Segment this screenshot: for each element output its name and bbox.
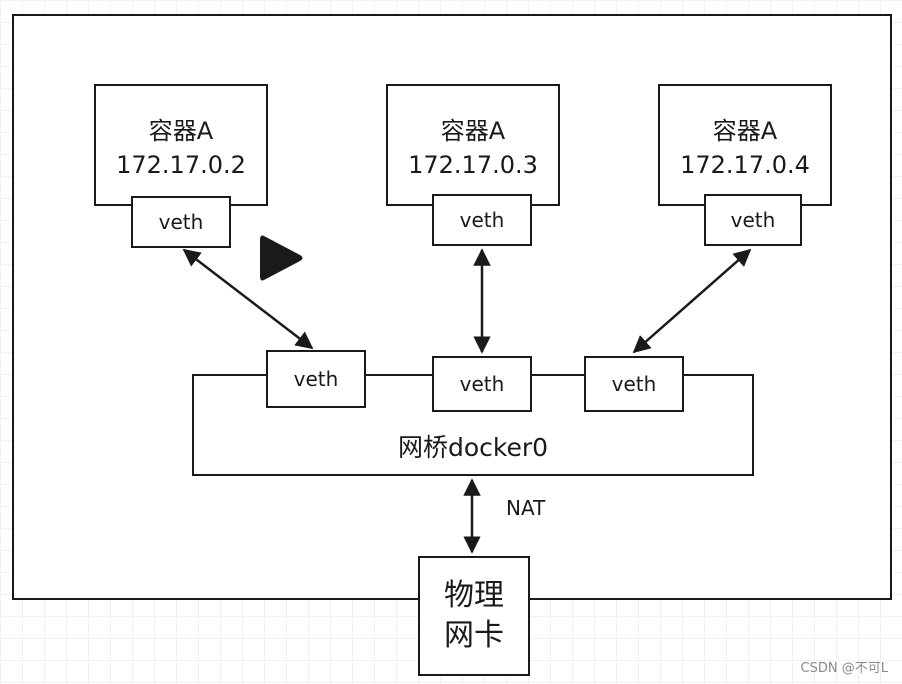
container-2-veth-label: veth [459, 208, 505, 232]
arrow-veth-1 [182, 248, 314, 350]
container-2-name: 容器A [440, 117, 506, 145]
nat-label: NAT [506, 496, 546, 520]
bridge-veth-1: veth [266, 350, 366, 408]
bridge-veth-1-label: veth [293, 367, 339, 391]
physical-nic-line2: 网卡 [444, 618, 504, 653]
bridge-veth-3-label: veth [611, 372, 657, 396]
container-1-veth-label: veth [158, 210, 204, 234]
container-2-veth: veth [432, 194, 532, 246]
watermark: CSDN @不可L [800, 661, 888, 676]
container-3-name: 容器A [712, 117, 778, 145]
container-1-veth: veth [131, 196, 231, 248]
arrow-veth-3 [632, 248, 752, 354]
container-3-ip: 172.17.0.4 [680, 151, 810, 179]
bridge-veth-2: veth [432, 356, 532, 412]
physical-nic-line1: 物理 [444, 578, 504, 613]
container-3-veth: veth [704, 194, 802, 246]
container-3-veth-label: veth [730, 208, 776, 232]
bridge-label: 网桥docker0 [397, 433, 549, 462]
container-2-ip: 172.17.0.3 [408, 151, 538, 179]
container-1: 容器A 172.17.0.2 [94, 84, 268, 206]
container-2: 容器A 172.17.0.3 [386, 84, 560, 206]
bridge-veth-2-label: veth [459, 372, 505, 396]
physical-nic: 物理 网卡 [418, 556, 530, 676]
bridge-veth-3: veth [584, 356, 684, 412]
container-3: 容器A 172.17.0.4 [658, 84, 832, 206]
container-1-ip: 172.17.0.2 [116, 151, 246, 179]
container-1-name: 容器A [148, 117, 214, 145]
play-icon[interactable] [258, 232, 306, 284]
